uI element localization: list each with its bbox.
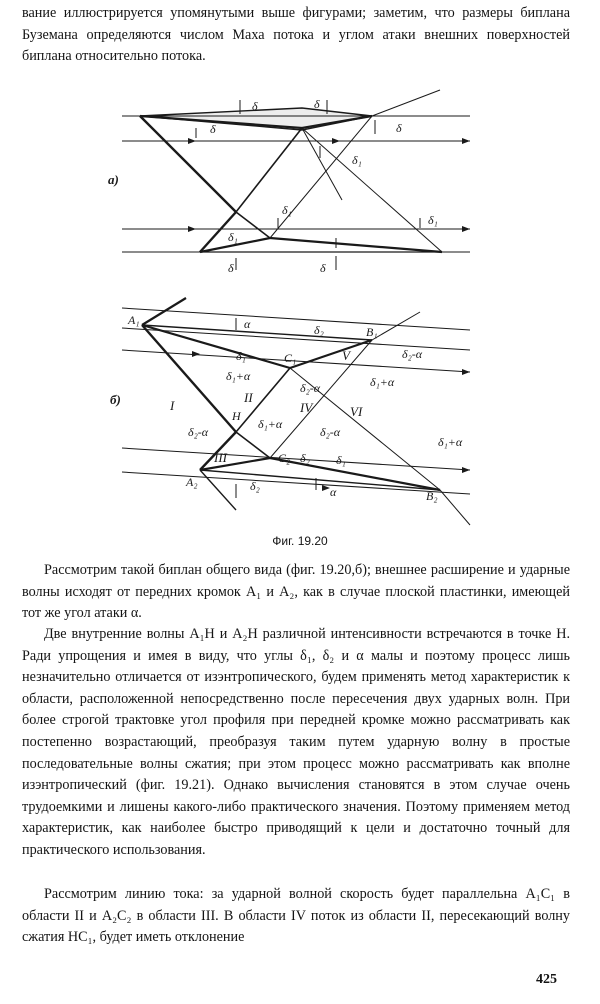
- label-delta-a5: δ: [228, 261, 234, 275]
- label-delta-a4: δ: [210, 122, 216, 136]
- label-delta1: δ₁: [236, 349, 246, 363]
- region-I: I: [169, 398, 175, 413]
- region-IV: IV: [299, 400, 314, 415]
- label-delta1-a4: δ₁: [428, 213, 438, 227]
- region-VI: VI: [350, 404, 363, 419]
- paragraph-1: Рассмотрим такой биплан общего вида (фиг…: [22, 562, 570, 622]
- page-number: 425: [536, 972, 557, 987]
- label-A2: A₂: [185, 475, 198, 489]
- label-delta1-a2: δ₁: [282, 203, 292, 217]
- paragraph-3: Рассмотрим линию тока: за ударной волной…: [22, 886, 570, 946]
- label-d2-minus-a: δ₂-α: [402, 347, 423, 361]
- label-C1: C₁: [284, 351, 296, 365]
- label-d2-bot: δ₂: [300, 451, 310, 465]
- paragraph-2: Две внутренние волны A₁H и A₂H различной…: [22, 626, 570, 858]
- label-C2: C₂: [278, 451, 290, 465]
- label-A1: A₁: [127, 313, 140, 327]
- panel-a-diagram: δ δ δ δ δ₁ δ₁ δ₁ δ₁ δ δ а): [108, 89, 470, 275]
- label-d1-plus-a-right: δ₁+α: [438, 435, 463, 449]
- label-alpha-top: α: [244, 317, 251, 331]
- figure-19-20: δ δ δ δ δ₁ δ₁ δ₁ δ₁ δ δ а): [108, 89, 471, 526]
- label-d1-plus-a-mid: δ₁+α: [258, 417, 283, 431]
- label-delta1-a3: δ₁: [228, 230, 238, 244]
- figure-caption: Фиг. 19.20: [272, 534, 328, 548]
- label-alpha-bot: α: [330, 485, 337, 499]
- label-delta-a1: δ: [252, 99, 258, 113]
- label-H: H: [231, 409, 242, 423]
- panel-b-label: б): [110, 392, 121, 407]
- label-d2-minus-a-left: δ₂-α: [188, 425, 209, 439]
- label-delta-a3: δ: [396, 121, 402, 135]
- label-delta-a6: δ: [320, 261, 326, 275]
- region-III: III: [213, 450, 228, 465]
- label-d1-plus-a-2: δ₁+α: [370, 375, 395, 389]
- label-d1-plus-a: δ₁+α: [226, 369, 251, 383]
- label-d1-bot: δ₁: [336, 453, 346, 467]
- label-delta1-a1: δ₁: [352, 153, 362, 167]
- label-B2: B₂: [426, 489, 438, 503]
- panel-a-label: а): [108, 172, 119, 187]
- panel-b-diagram: A₁ A₂ B₁ B₂ C₁ C₂ H I II III IV V VI α α…: [110, 297, 471, 526]
- region-II: II: [243, 390, 253, 405]
- label-delta-a2: δ: [314, 97, 320, 111]
- label-d2-minus-a-2: δ₂-α: [300, 381, 321, 395]
- label-d2-minus-a-mid: δ₂-α: [320, 425, 341, 439]
- label-delta2-top: δ₂: [314, 323, 324, 337]
- intro-paragraph: вание иллюстрируется упомянутыми выше фи…: [22, 5, 570, 65]
- label-B1: B₁: [366, 325, 378, 339]
- label-d2-low: δ₂: [250, 479, 260, 493]
- region-V: V: [342, 348, 352, 363]
